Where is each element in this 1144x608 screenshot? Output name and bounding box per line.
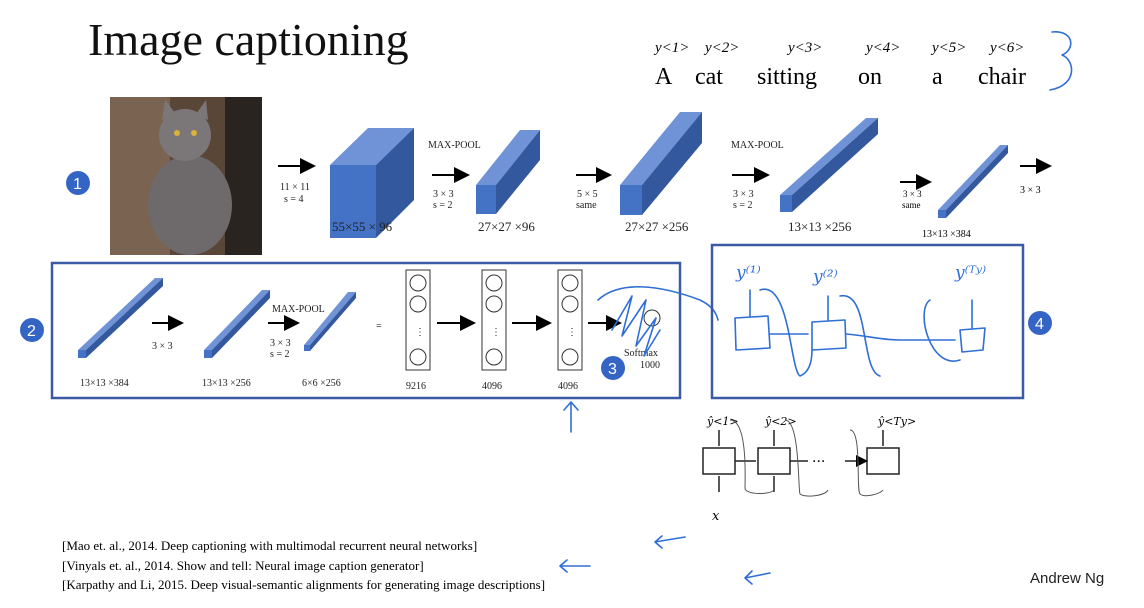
arrow-annotations bbox=[559, 535, 771, 585]
fc-layer-4096b: ⋮ bbox=[557, 269, 583, 371]
caption-word: sitting bbox=[757, 64, 817, 90]
text-label: ŷ<2> bbox=[764, 415, 797, 428]
dim-label: 27×27 ×256 bbox=[625, 219, 689, 234]
reference-item: [Vinyals et. al., 2014. Show and tell: N… bbox=[62, 558, 424, 573]
text-label: 13×13 ×384 bbox=[80, 378, 129, 389]
badge-2: 2 bbox=[20, 318, 44, 342]
fc-section: 13×13 ×384 3 × 3 13×13 ×256 MAX-POOL 3 ×… bbox=[50, 261, 719, 433]
scribble-annotation bbox=[597, 286, 719, 357]
text-label: 4 bbox=[1035, 316, 1044, 333]
text-label: 4096 bbox=[482, 381, 502, 392]
text-label: 3 × 3 bbox=[433, 189, 454, 200]
text-label: ⋮ bbox=[567, 327, 577, 338]
text-label: ··· bbox=[812, 454, 825, 470]
text-label: y⁽ᵀʸ⁾ bbox=[954, 263, 986, 283]
caption-word: a bbox=[932, 64, 943, 90]
text-label: MAX-POOL bbox=[272, 304, 325, 315]
slide-title: Image captioning bbox=[88, 14, 409, 65]
rnn-handwritten-section: y⁽¹⁾ y⁽²⁾ y⁽ᵀʸ⁾ bbox=[710, 243, 1025, 400]
text-label: s = 4 bbox=[284, 194, 304, 205]
caption-word: on bbox=[858, 64, 882, 90]
text-label: ŷ<Ty> bbox=[877, 415, 916, 428]
text-label: 3 bbox=[608, 361, 617, 378]
dim-label: 55×55 × 96 bbox=[332, 219, 393, 234]
text-label: s = 2 bbox=[733, 200, 753, 211]
text-label: 2 bbox=[27, 323, 36, 340]
text-label: Softmax bbox=[624, 348, 658, 359]
badge-4: 4 bbox=[1028, 311, 1052, 335]
text-label: 6×6 ×256 bbox=[302, 378, 341, 389]
text-label: ⋮ bbox=[415, 327, 425, 338]
text-label: 13×13 ×256 bbox=[202, 378, 251, 389]
caption-token: y<2> bbox=[703, 40, 739, 56]
caption-token: y<6> bbox=[988, 40, 1024, 56]
text-label: 3 × 3 bbox=[733, 189, 754, 200]
text-label: 3 × 3 bbox=[270, 338, 291, 349]
text-label: s = 2 bbox=[433, 200, 453, 211]
references: [Mao et. al., 2014. Deep captioning with… bbox=[62, 535, 771, 592]
text-label: s = 2 bbox=[270, 349, 290, 360]
cnn-row: 11 × 11 s = 4 55×55 × 96 55×55 × 96 MAX-… bbox=[278, 112, 1052, 240]
text-label: x bbox=[712, 509, 720, 524]
text-label: y⁽²⁾ bbox=[812, 267, 838, 287]
rnn-diagram: ŷ<1> ŷ<2> ŷ<Ty> ··· x bbox=[702, 415, 916, 524]
text-label: 3 × 3 bbox=[1020, 185, 1041, 196]
badge-1: 1 bbox=[66, 171, 90, 195]
arrow-annotation bbox=[563, 401, 579, 433]
dim-label: 13×13 ×256 bbox=[788, 219, 852, 234]
text-label: y⁽¹⁾ bbox=[735, 263, 761, 283]
dim-label: 27×27 ×96 bbox=[478, 219, 535, 234]
caption-token: y<4> bbox=[864, 40, 900, 56]
badge-3: 3 bbox=[601, 356, 625, 380]
caption-token: y<3> bbox=[786, 40, 822, 56]
text-label: ŷ<1> bbox=[706, 415, 739, 428]
text-label: MAX-POOL bbox=[731, 140, 784, 151]
text-label: 1000 bbox=[640, 360, 660, 371]
text-label: MAX-POOL bbox=[428, 140, 481, 151]
reference-item: [Mao et. al., 2014. Deep captioning with… bbox=[62, 538, 477, 553]
caption: y<1> y<2> y<3> y<4> y<5> y<6> A cat sitt… bbox=[653, 31, 1073, 91]
caption-token: y<1> bbox=[653, 40, 689, 56]
text-label: 4096 bbox=[558, 381, 578, 392]
text-label: 9216 bbox=[406, 381, 426, 392]
text-label: same bbox=[576, 200, 597, 211]
brace-annotation bbox=[1049, 31, 1073, 91]
caption-word: A bbox=[655, 64, 673, 90]
fc-layer-4096a: ⋮ bbox=[481, 269, 507, 371]
text-label: 3 × 3 bbox=[152, 341, 173, 352]
text-label: = bbox=[376, 321, 382, 332]
caption-word: chair bbox=[978, 64, 1026, 90]
caption-token: y<5> bbox=[930, 40, 966, 56]
cat-photo bbox=[110, 97, 262, 255]
text-label: 1 bbox=[73, 176, 82, 193]
reference-item: [Karpathy and Li, 2015. Deep visual-sema… bbox=[62, 577, 545, 592]
author-name: Andrew Ng bbox=[1030, 570, 1104, 587]
dim-label: 13×13 ×384 bbox=[922, 229, 971, 240]
text-label: 3 × 3 bbox=[903, 189, 922, 199]
fc-layer-9216: ⋮ bbox=[405, 269, 431, 371]
caption-word: cat bbox=[695, 64, 723, 90]
text-label: 5 × 5 bbox=[577, 189, 598, 200]
text-label: 11 × 11 bbox=[280, 182, 310, 193]
text-label: same bbox=[902, 200, 921, 210]
text-label: ⋮ bbox=[491, 327, 501, 338]
